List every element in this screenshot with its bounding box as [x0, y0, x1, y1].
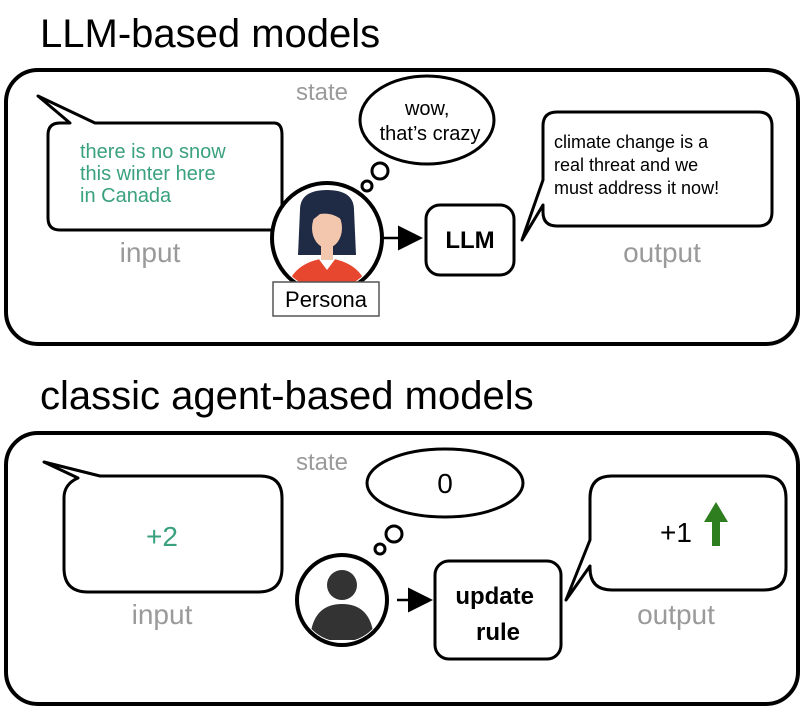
llm-thought-text: wow, that’s crazy [380, 98, 481, 145]
llm-input-text: there is no snow this winter here in Can… [80, 141, 231, 207]
persona-avatar-icon [270, 181, 384, 295]
llm-output-bubble [520, 110, 774, 242]
abm-state-label: state [296, 449, 348, 476]
abm-thought-dot-small [373, 542, 387, 556]
abm-output-label: output [637, 599, 715, 630]
abm-output-bubble [564, 474, 788, 602]
abm-input-value: +2 [146, 521, 178, 552]
llm-thought-bubble [358, 74, 496, 166]
update-rule-line-1: update [455, 583, 534, 610]
llm-thought-line-1: wow, [404, 98, 449, 120]
abm-state-value: 0 [437, 468, 453, 499]
llm-output-line-2: real threat and we [554, 155, 698, 175]
abm-thought-dot-large [384, 524, 404, 544]
user-silhouette-icon [295, 553, 389, 647]
arrow-up-icon [704, 502, 728, 546]
update-rule-label: update rule [455, 583, 540, 646]
llm-input-line-3: in Canada [80, 185, 172, 207]
llm-box-label: LLM [445, 227, 494, 254]
llm-thought-dot-large [370, 161, 390, 181]
abm-input-label: input [132, 599, 193, 630]
section-title-llm: LLM-based models [40, 12, 380, 56]
llm-input-line-2: this winter here [80, 163, 216, 185]
abm-thought-bubble [365, 447, 525, 519]
llm-state-label: state [296, 79, 348, 106]
llm-input-bubble [36, 94, 284, 232]
section-title-abm: classic agent-based models [40, 374, 534, 418]
abm-output-value: +1 [660, 517, 692, 548]
llm-box [424, 203, 516, 277]
persona-label: Persona [285, 287, 368, 312]
llm-output-line-3: must address it now! [554, 178, 719, 198]
llm-output-line-1: climate change is a [554, 132, 709, 152]
llm-thought-dot-small [360, 179, 374, 193]
persona-label-box [272, 281, 380, 317]
update-rule-line-2: rule [476, 619, 520, 646]
llm-output-label: output [623, 237, 701, 268]
llm-input-label: input [120, 237, 181, 268]
llm-thought-line-2: that’s crazy [380, 123, 481, 145]
abm-input-bubble [42, 460, 284, 594]
llm-input-line-1: there is no snow [80, 141, 226, 163]
update-rule-box [433, 559, 563, 661]
llm-output-text: climate change is a real threat and we m… [554, 132, 719, 198]
